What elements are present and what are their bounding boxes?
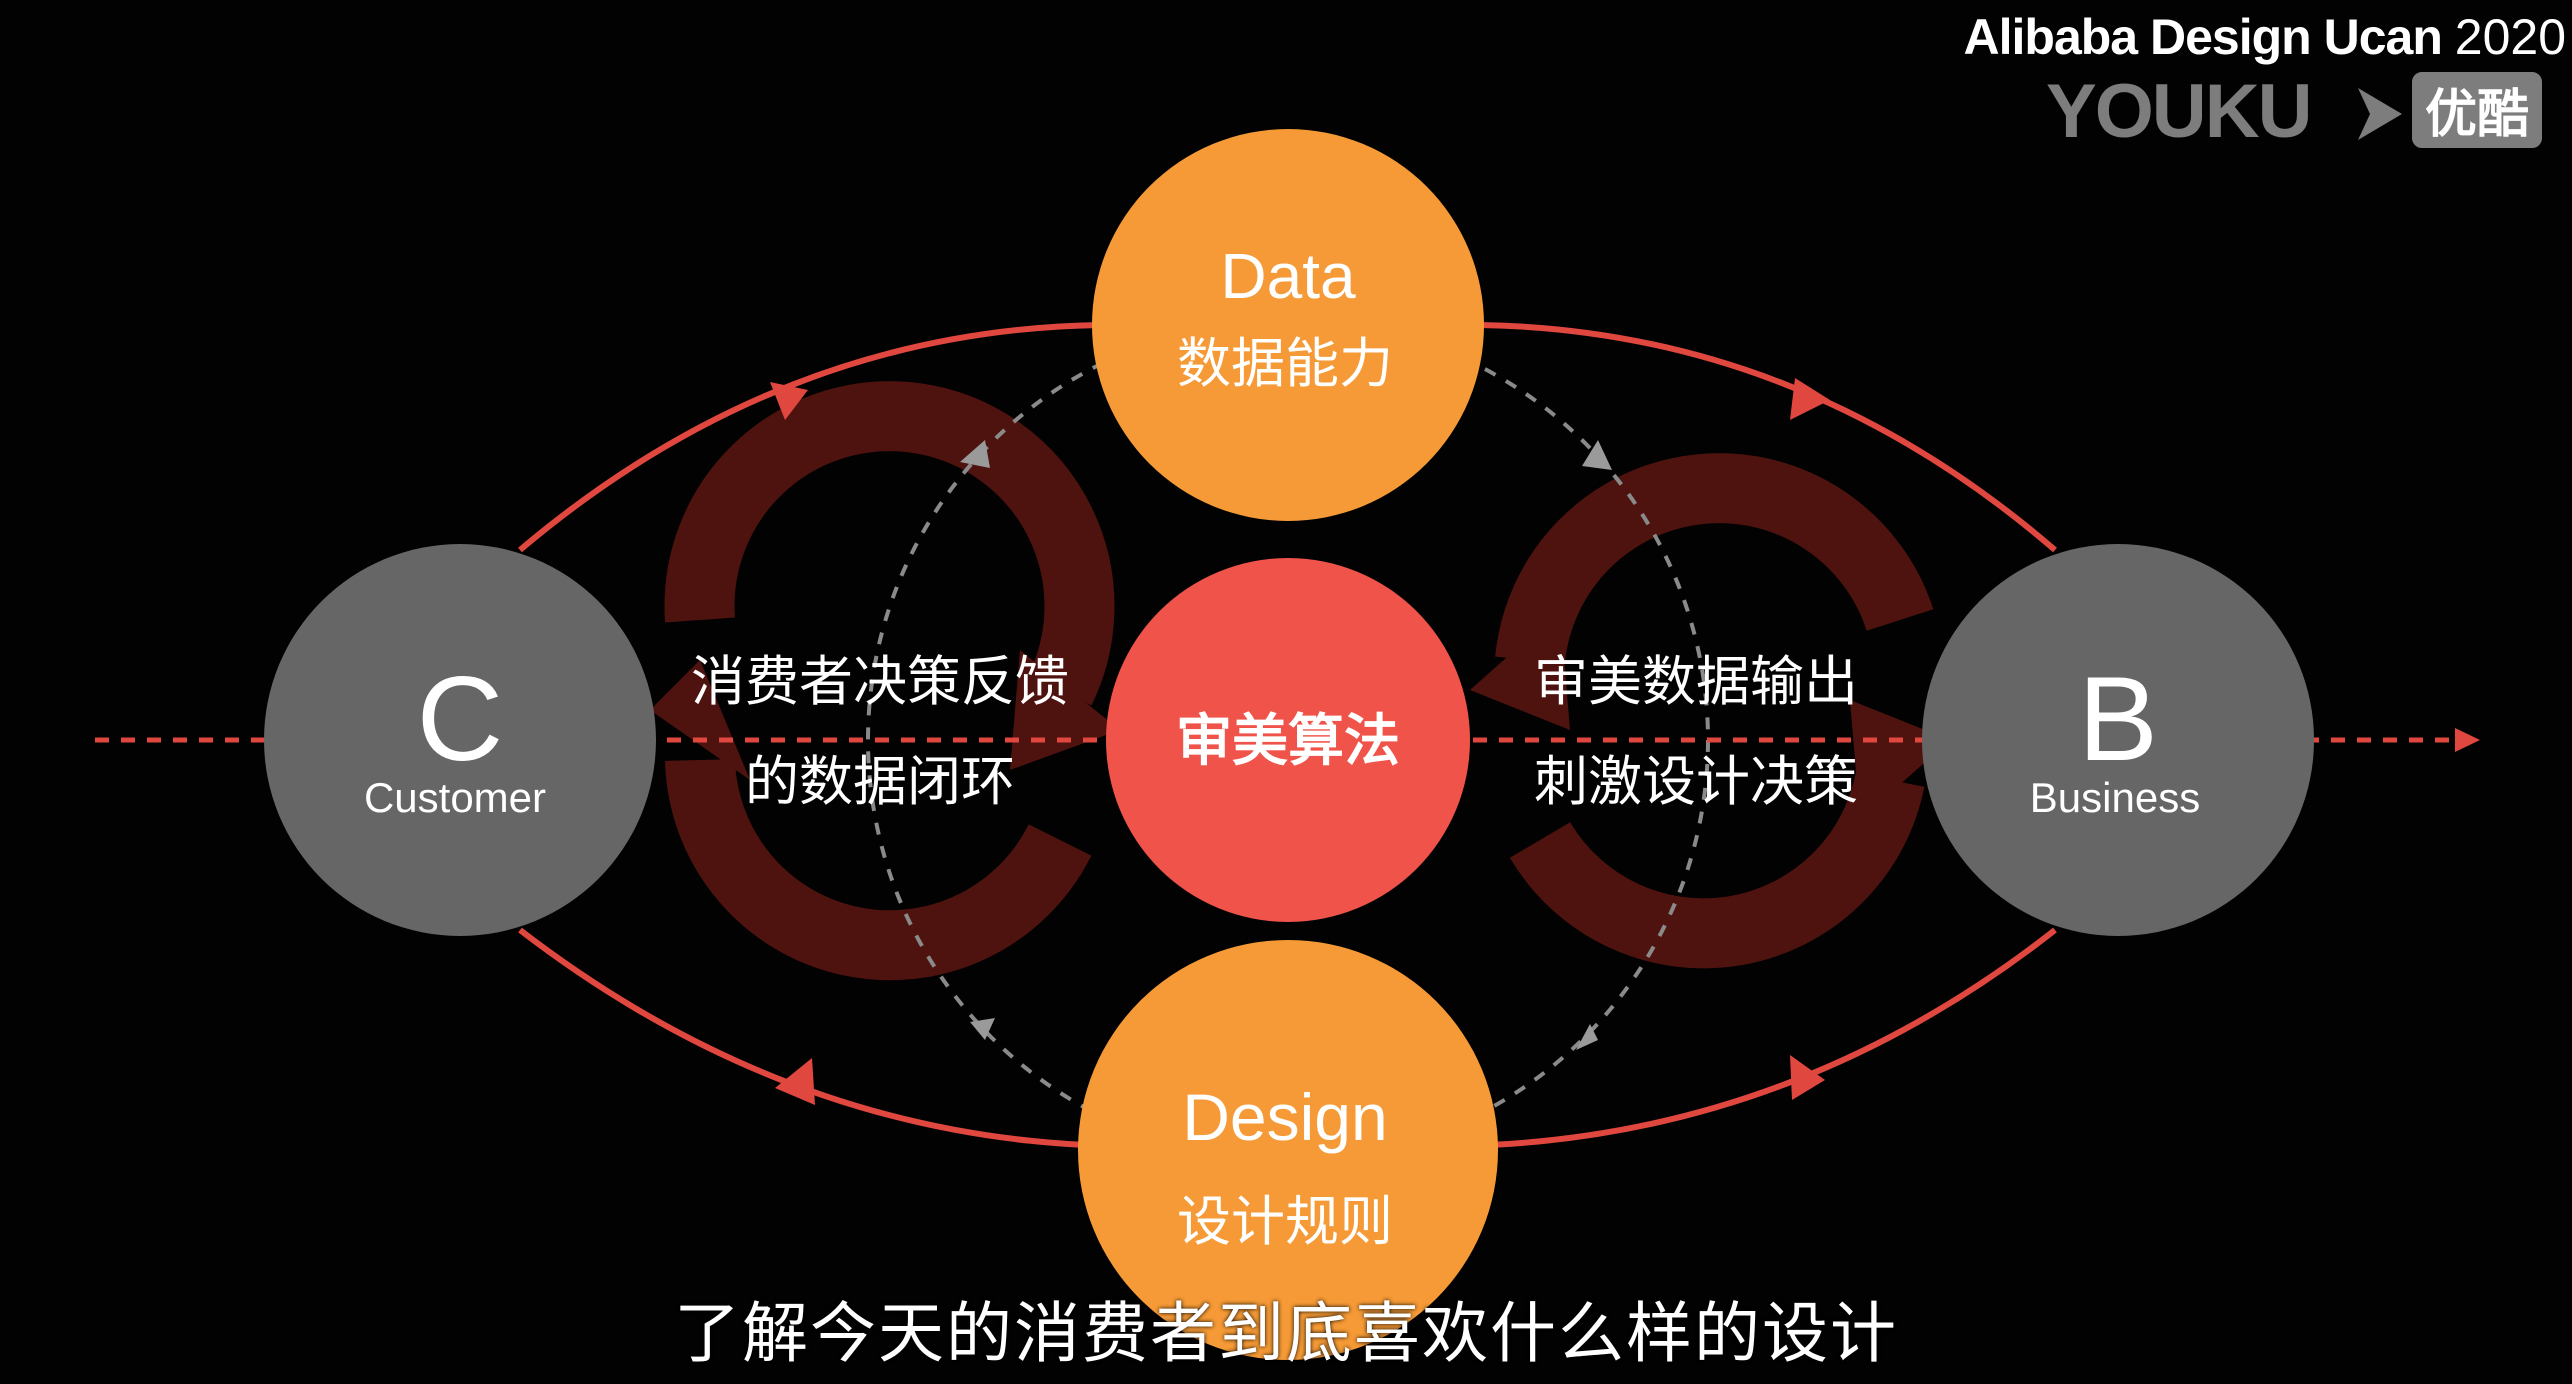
left-loop-line1: 消费者决策反馈 bbox=[691, 650, 1069, 713]
business-circle bbox=[1922, 544, 2314, 936]
right-loop-line2: 刺激设计决策 bbox=[1534, 750, 1858, 813]
data-subtitle: 数据能力 bbox=[1177, 332, 1393, 395]
center-circle bbox=[1106, 558, 1470, 922]
customer-circle bbox=[264, 544, 656, 936]
design-title: Design bbox=[1182, 1080, 1387, 1154]
center-label: 审美算法 bbox=[1176, 709, 1400, 774]
youku-logo-text: YOUKU bbox=[2046, 69, 2312, 154]
design-subtitle: 设计规则 bbox=[1177, 1190, 1393, 1253]
brand-title: Alibaba Design Ucan 2020 bbox=[1964, 8, 2566, 66]
brand-year: 2020 bbox=[2454, 9, 2566, 65]
ellipse-arrowheads bbox=[770, 378, 1830, 1105]
business-label: Business bbox=[2030, 774, 2200, 821]
data-circle bbox=[1092, 129, 1484, 521]
customer-label: Customer bbox=[364, 774, 546, 821]
left-loop-line2: 的数据闭环 bbox=[745, 750, 1015, 813]
business-letter: B bbox=[2078, 652, 2158, 786]
video-subtitle: 了解今天的消费者到底喜欢什么样的设计 bbox=[674, 1295, 1898, 1372]
brand-title-text: Alibaba Design Ucan bbox=[1963, 9, 2443, 65]
youku-play-icon bbox=[2358, 88, 2402, 140]
axis-arrowhead-icon bbox=[2455, 728, 2480, 752]
design-circle bbox=[1078, 940, 1498, 1360]
right-loop-line1: 审美数据输出 bbox=[1534, 650, 1858, 713]
youku-cn-badge: 优酷 bbox=[2412, 72, 2542, 148]
customer-letter: C bbox=[417, 652, 504, 786]
brand-watermark: Alibaba Design Ucan 2020 YOUKU 优酷 bbox=[1964, 8, 2566, 154]
data-title: Data bbox=[1220, 240, 1356, 312]
